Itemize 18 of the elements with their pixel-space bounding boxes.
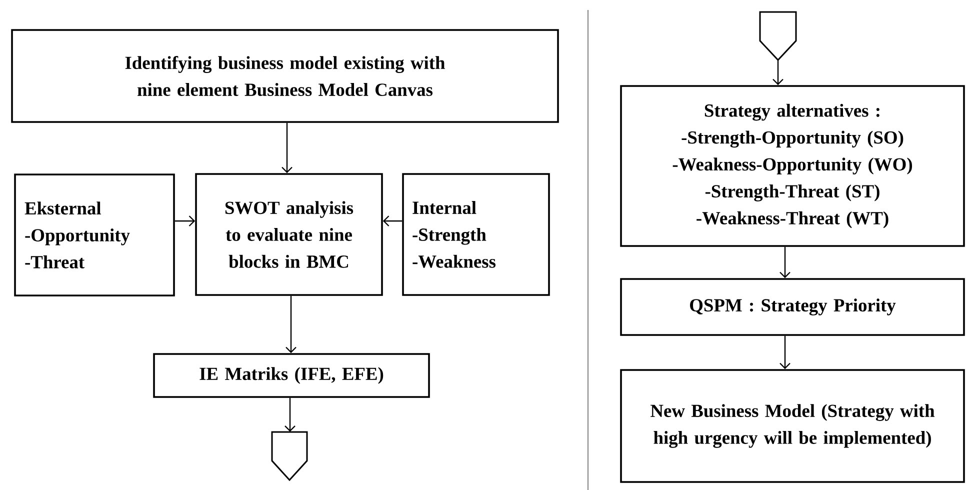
arrow [282,122,292,174]
process-box: Identifying business model existing with nine element Business Model Canvas [11,29,559,123]
arrow [780,246,790,278]
arrow [286,296,296,354]
process-box: Strategy alternatives : -Strength-Opportunity (SO) -Weakness-Opportunity (WO) -Strength-Threat (ST) -Weakness-Threat (WT) [620,85,965,247]
process-box: QSPM : Strategy Priority [620,278,965,336]
arrow [382,216,402,226]
off-page-connector [271,431,308,482]
arrow [772,60,784,86]
arrow [284,398,296,432]
input-box: Eksternal -Opportunity -Threat [14,174,175,296]
arrow [174,216,196,226]
input-box: Internal -Strength -Weakness [402,173,550,296]
process-box: SWOT analyisis to evaluate nine blocks in BMC [195,173,383,296]
off-page-connector [759,11,797,62]
process-box: IE Matriks (IFE, EFE) [153,353,430,398]
process-box: New Business Model (Strategy with high urgency will be implemented) [620,369,965,483]
arrow [780,336,790,370]
